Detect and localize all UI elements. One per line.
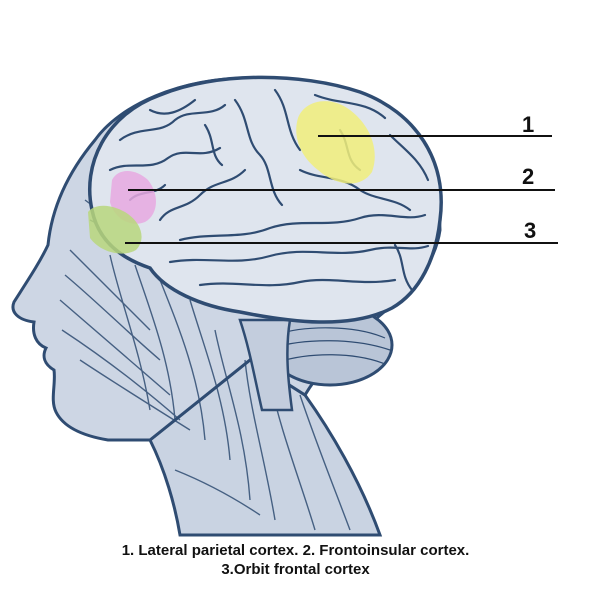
brainstem xyxy=(238,318,294,412)
region-1-highlight xyxy=(296,101,375,184)
figure-caption: 1. Lateral parietal cortex. 2. Frontoins… xyxy=(0,541,591,579)
label-number-2: 2 xyxy=(522,164,535,189)
caption-line-2: 3.Orbit frontal cortex xyxy=(221,561,370,578)
label-number-1: 1 xyxy=(522,112,535,137)
facial-muscles xyxy=(59,199,351,531)
label-number-3: 3 xyxy=(524,218,537,243)
region-3-highlight xyxy=(88,205,142,254)
neck xyxy=(148,358,383,537)
caption-line-1: 1. Lateral parietal cortex. 2. Frontoins… xyxy=(121,542,470,559)
